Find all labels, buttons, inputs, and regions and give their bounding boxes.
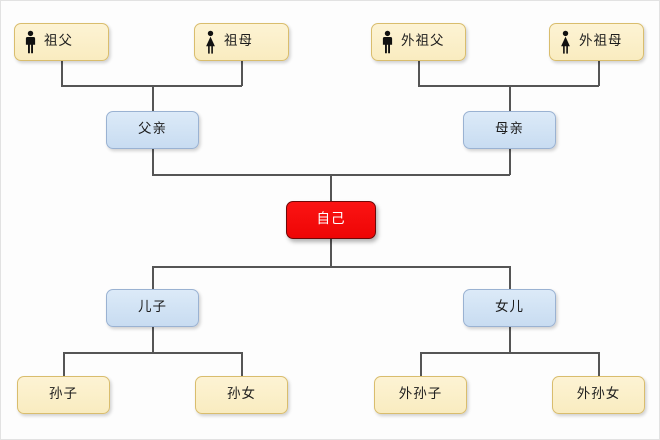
edge-son-children-bar [63, 352, 242, 354]
node-label: 自己 [316, 211, 346, 228]
edge-mother-down [509, 149, 511, 175]
node-label: 母亲 [495, 121, 524, 138]
edge-to-grandson [63, 352, 65, 376]
edge-to-daughter [509, 266, 511, 289]
edge-to-granddaughter [241, 352, 243, 376]
edge-paternal-bar [61, 85, 242, 87]
node-label: 外祖母 [579, 33, 623, 50]
node-label: 儿子 [138, 299, 167, 316]
edge-ext-grandfather-down [418, 61, 420, 86]
edge-daughter-down [509, 327, 511, 353]
edge-grandmother-down [241, 61, 243, 86]
node-label: 祖父 [44, 33, 73, 50]
edge-son-down [152, 327, 154, 353]
node-label: 父亲 [138, 121, 167, 138]
node-granddaughter[interactable]: 孙女 [195, 376, 288, 414]
node-label: 外祖父 [401, 33, 445, 50]
node-maternal-grandfather[interactable]: 外祖父 [371, 23, 466, 61]
edge-maternal-bar [418, 85, 599, 87]
node-son[interactable]: 儿子 [106, 289, 199, 327]
edge-father-down [152, 149, 154, 175]
node-grandson[interactable]: 孙子 [17, 376, 110, 414]
edge-children-bar [152, 266, 510, 268]
edge-to-father [152, 85, 154, 111]
male-person-icon [25, 30, 36, 54]
male-person-icon [382, 30, 393, 54]
node-maternal-grandmother[interactable]: 外祖母 [549, 23, 644, 61]
node-father[interactable]: 父亲 [106, 111, 199, 149]
edge-self-down [330, 239, 332, 267]
edge-ext-grandmother-down [598, 61, 600, 86]
node-self[interactable]: 自己 [286, 201, 376, 239]
edge-to-mother [509, 85, 511, 111]
edge-to-son [152, 266, 154, 289]
female-person-icon [206, 30, 215, 54]
node-paternal-grandmother[interactable]: 祖母 [194, 23, 289, 61]
node-label: 外孙子 [398, 386, 443, 403]
edge-daughter-children-bar [420, 352, 599, 354]
node-ext-grandson[interactable]: 外孙子 [374, 376, 467, 414]
node-label: 孙子 [49, 386, 78, 403]
node-paternal-grandfather[interactable]: 祖父 [14, 23, 109, 61]
node-label: 祖母 [224, 33, 253, 50]
node-label: 孙女 [227, 386, 256, 403]
female-person-icon [561, 30, 570, 54]
edge-to-ext-grandson [420, 352, 422, 376]
node-ext-granddaughter[interactable]: 外孙女 [552, 376, 645, 414]
edge-to-ext-granddaughter [598, 352, 600, 376]
node-mother[interactable]: 母亲 [463, 111, 556, 149]
node-daughter[interactable]: 女儿 [463, 289, 556, 327]
node-label: 女儿 [495, 299, 524, 316]
edge-to-self [330, 174, 332, 201]
node-label: 外孙女 [576, 386, 621, 403]
edge-grandfather-down [61, 61, 63, 86]
